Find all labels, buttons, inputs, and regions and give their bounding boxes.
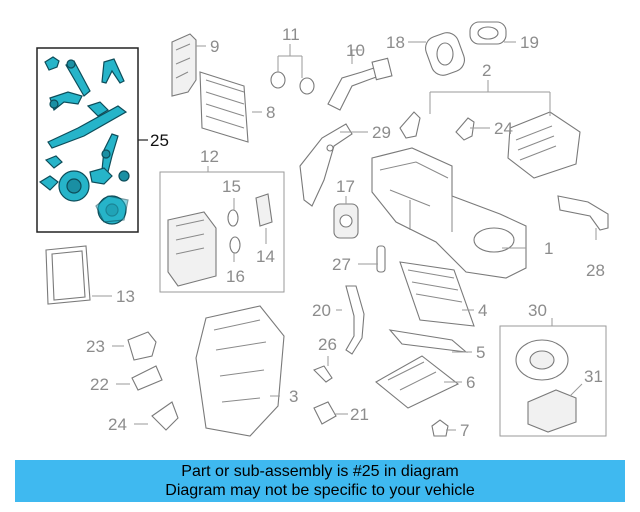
part-2[interactable] xyxy=(399,111,581,179)
info-banner: Part or sub-assembly is #25 in diagram D… xyxy=(15,460,625,502)
part-19[interactable] xyxy=(469,21,507,45)
part-17[interactable] xyxy=(333,203,359,239)
callout-30: 30 xyxy=(528,301,547,320)
callout-24-upper: 24 xyxy=(494,119,513,138)
callout-13: 13 xyxy=(116,287,135,306)
part-8[interactable] xyxy=(199,71,249,143)
callout-22: 22 xyxy=(90,375,109,394)
callout-12: 12 xyxy=(200,147,219,166)
part-28[interactable] xyxy=(557,195,609,231)
callout-28: 28 xyxy=(586,261,605,280)
part-12-group[interactable] xyxy=(159,171,285,293)
part-11[interactable] xyxy=(270,71,315,95)
part-27[interactable] xyxy=(376,245,386,273)
part-5[interactable] xyxy=(388,329,468,353)
part-30-group[interactable] xyxy=(499,325,607,437)
part-25-group[interactable] xyxy=(36,47,148,233)
part-23[interactable] xyxy=(127,331,157,361)
part-18[interactable] xyxy=(422,29,468,78)
callout-26: 26 xyxy=(318,335,337,354)
callout-20: 20 xyxy=(312,301,331,320)
part-24-upper[interactable] xyxy=(455,117,475,141)
part-26[interactable] xyxy=(313,365,333,383)
callout-21: 21 xyxy=(350,405,369,424)
callout-29: 29 xyxy=(372,123,391,142)
part-22[interactable] xyxy=(131,365,163,391)
callout-3: 3 xyxy=(289,387,298,406)
callout-2: 2 xyxy=(482,61,491,80)
leader-lines xyxy=(92,41,597,431)
part-7[interactable] xyxy=(431,419,449,437)
callout-10: 10 xyxy=(346,41,365,60)
callout-16: 16 xyxy=(226,267,245,286)
banner-line-2: Diagram may not be specific to your vehi… xyxy=(165,482,475,499)
callout-4: 4 xyxy=(478,301,487,320)
callout-14: 14 xyxy=(256,247,275,266)
callout-11: 11 xyxy=(282,25,300,44)
part-20[interactable] xyxy=(345,285,365,355)
part-24-lower[interactable] xyxy=(151,401,179,431)
callout-9: 9 xyxy=(210,37,219,56)
callout-18: 18 xyxy=(386,33,405,52)
callout-19: 19 xyxy=(520,33,539,52)
callout-27: 27 xyxy=(332,255,351,274)
callout-labels: 1 2 3 4 5 6 7 8 9 10 11 12 13 14 15 16 1… xyxy=(86,25,605,440)
callout-31: 31 xyxy=(584,367,603,386)
callout-24-lower: 24 xyxy=(108,415,127,434)
part-6[interactable] xyxy=(375,355,460,409)
callout-1: 1 xyxy=(544,239,553,258)
part-4[interactable] xyxy=(399,261,475,327)
banner-line-1: Part or sub-assembly is #25 in diagram xyxy=(181,463,459,480)
part-9[interactable] xyxy=(171,33,197,97)
callout-5: 5 xyxy=(476,343,485,362)
callout-17: 17 xyxy=(336,177,355,196)
part-10[interactable] xyxy=(327,57,393,111)
callout-6: 6 xyxy=(466,373,475,392)
part-21[interactable] xyxy=(313,401,337,425)
callout-15: 15 xyxy=(222,177,241,196)
part-13[interactable] xyxy=(45,245,91,305)
callout-8: 8 xyxy=(266,103,275,122)
callout-25[interactable]: 25 xyxy=(150,131,169,150)
part-29[interactable] xyxy=(299,123,353,207)
callout-7: 7 xyxy=(460,421,469,440)
part-1[interactable] xyxy=(371,147,527,279)
part-3[interactable] xyxy=(195,305,285,437)
callout-23: 23 xyxy=(86,337,105,356)
